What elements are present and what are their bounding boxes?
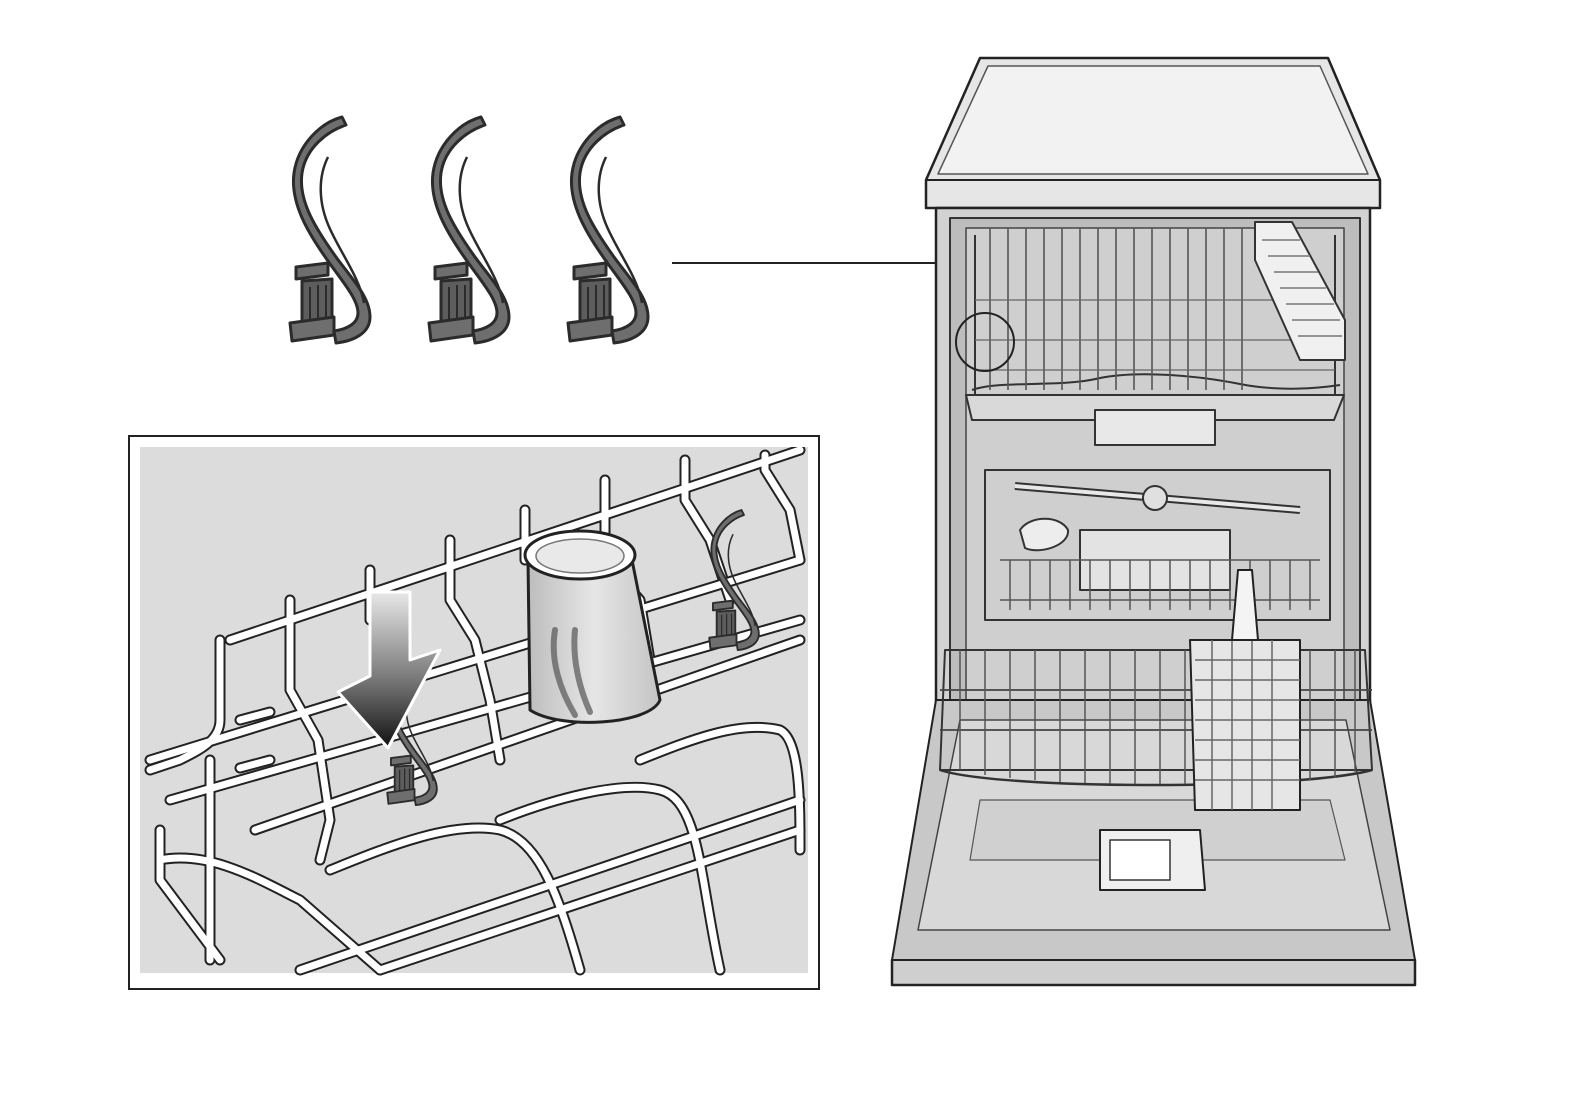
detergent-dispenser [1100, 830, 1205, 890]
glass-holder-clip-icon [429, 117, 509, 343]
inset-detail-panel [129, 436, 819, 989]
glass-holder-clip-icon [290, 117, 370, 343]
dishwasher-illustration [892, 58, 1415, 985]
loose-clips-group [290, 117, 648, 343]
glass-holder-clip-icon [568, 117, 648, 343]
